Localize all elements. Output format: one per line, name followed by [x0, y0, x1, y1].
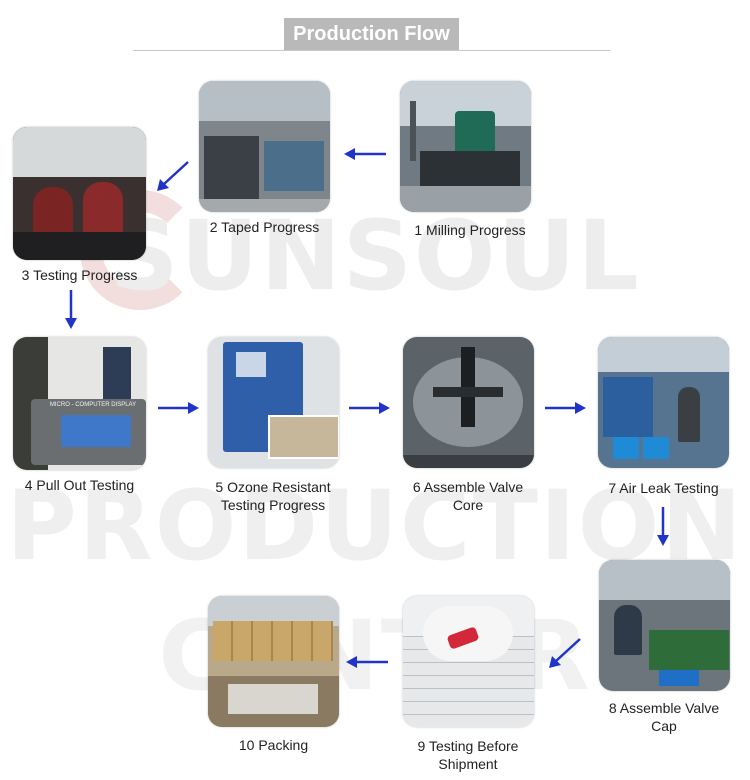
page-title: Production Flow	[284, 18, 459, 50]
step-1-label: 1 Milling Progress	[414, 222, 526, 238]
watermark-sunsoul: SUNSOUL	[109, 200, 641, 312]
arrow-6-to-7	[545, 400, 587, 416]
step-4-photo: MICRO - COMPUTER DISPLAY	[13, 337, 146, 470]
step-10-photo	[208, 596, 339, 727]
step-7-label: 7 Air Leak Testing	[608, 480, 719, 496]
step-1-photo	[400, 81, 531, 212]
step-5-photo	[208, 337, 339, 468]
step-6-photo	[403, 337, 534, 468]
arrow-8-to-9	[548, 637, 582, 669]
arrow-2-to-3	[156, 160, 190, 192]
step-2-photo	[199, 81, 330, 212]
title-divider	[133, 50, 610, 51]
step-4-label: 4 Pull Out Testing	[24, 477, 135, 493]
step-2-label: 2 Taped Progress	[209, 219, 320, 235]
step-7-photo	[598, 337, 729, 468]
step-9-label: 9 Testing Before Shipment	[417, 738, 519, 772]
arrow-1-to-2	[344, 146, 388, 162]
arrow-3-to-4	[63, 290, 79, 330]
step-5-label: 5 Ozone Resistant Testing Progress	[215, 479, 331, 513]
step-9-photo	[403, 596, 534, 727]
display-caption: MICRO - COMPUTER DISPLAY	[49, 402, 137, 408]
arrow-7-to-8	[655, 507, 671, 547]
arrow-4-to-5	[158, 400, 200, 416]
step-10-label: 10 Packing	[238, 737, 309, 753]
step-8-label: 8 Assemble Valve Cap	[608, 700, 720, 734]
arrow-9-to-10	[346, 654, 390, 670]
step-6-label: 6 Assemble Valve Core	[412, 479, 524, 513]
step-3-label: 3 Testing Progress	[21, 267, 138, 283]
step-3-photo	[13, 127, 146, 260]
step-8-photo	[599, 560, 730, 691]
arrow-5-to-6	[349, 400, 391, 416]
